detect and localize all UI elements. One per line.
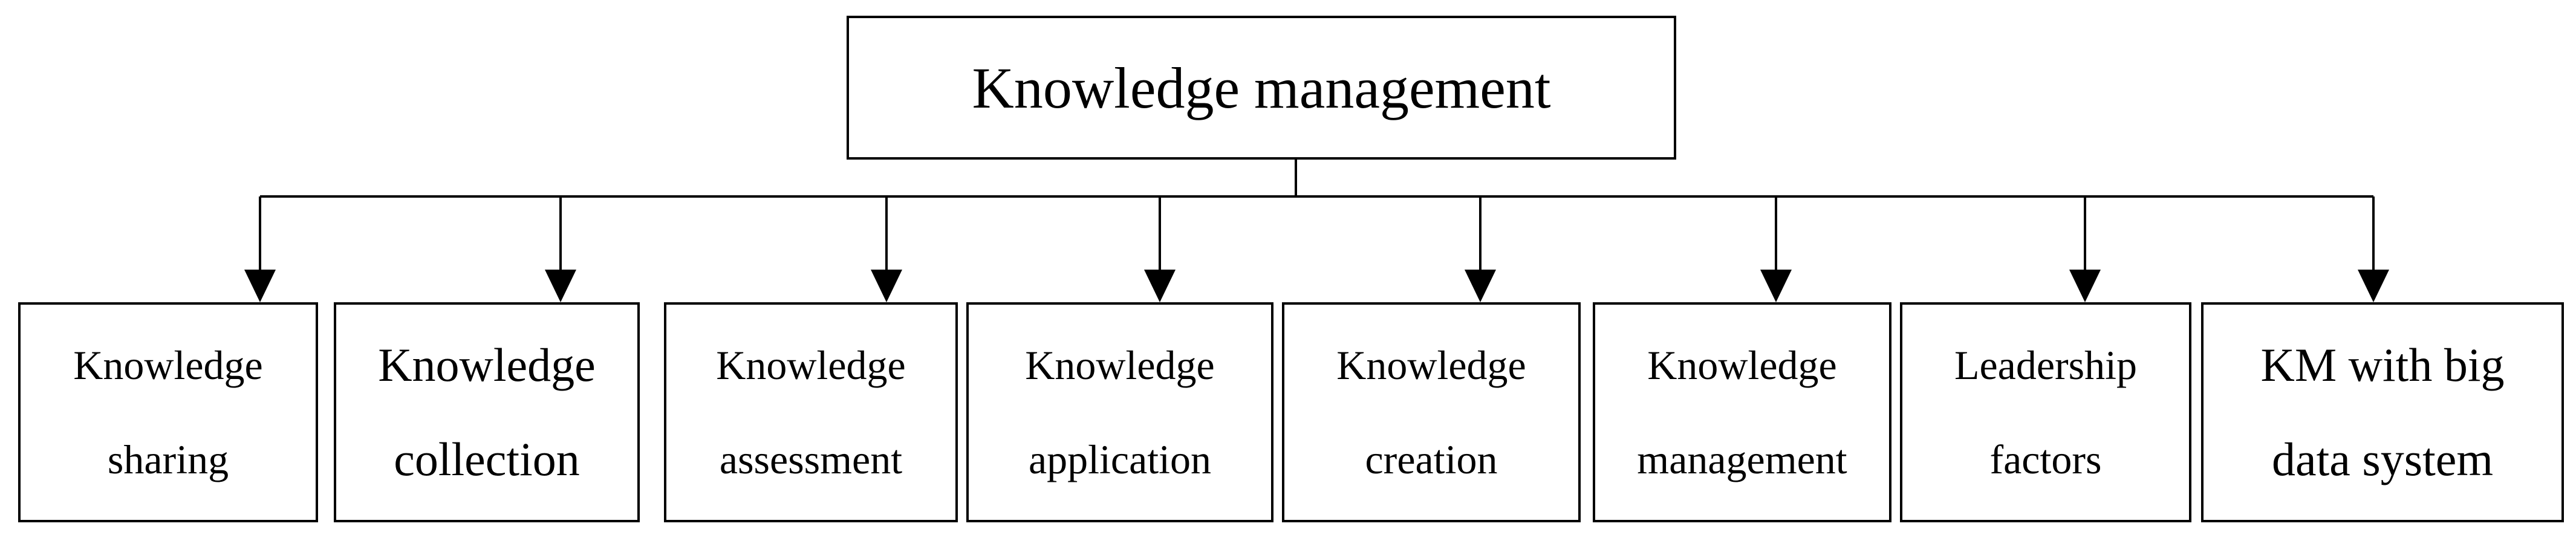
arrowhead-4 xyxy=(1144,270,1176,302)
child-node-label-line1: Knowledge xyxy=(73,342,263,388)
child-node-label-line2: factors xyxy=(1989,436,2102,482)
child-node-knowledge-application: Knowledge application xyxy=(966,302,1273,522)
child-node-label-line2: assessment xyxy=(719,436,903,482)
arrowhead-1 xyxy=(244,270,276,302)
child-node-label-line1: Knowledge xyxy=(378,339,596,391)
child-node-label-line1: Knowledge xyxy=(716,342,906,388)
child-node-leadership-factors: Leadership factors xyxy=(1900,302,2191,522)
arrowhead-2 xyxy=(545,270,576,302)
child-node-knowledge-creation: Knowledge creation xyxy=(1282,302,1581,522)
arrowhead-7 xyxy=(2069,270,2101,302)
child-node-label-line2: management xyxy=(1637,436,1847,482)
child-node-knowledge-sharing: Knowledge sharing xyxy=(18,302,318,522)
child-node-label-line2: creation xyxy=(1365,436,1498,482)
child-node-label-line2: data system xyxy=(2271,433,2494,485)
arrowhead-3 xyxy=(871,270,902,302)
child-node-label-line1: Knowledge xyxy=(1647,342,1837,388)
child-node-label-line2: sharing xyxy=(107,436,229,482)
child-node-label-line1: KM with big xyxy=(2260,339,2505,391)
root-node-label: Knowledge management xyxy=(972,55,1551,120)
arrowhead-5 xyxy=(1465,270,1496,302)
arrowhead-8 xyxy=(2358,270,2389,302)
child-node-label-line1: Leadership xyxy=(1954,342,2138,388)
child-node-label-line1: Knowledge xyxy=(1336,342,1526,388)
child-node-km-with-big-data-system: KM with big data system xyxy=(2201,302,2564,522)
child-node-label-line1: Knowledge xyxy=(1025,342,1215,388)
child-node-label-line2: collection xyxy=(394,433,580,485)
child-node-knowledge-assessment: Knowledge assessment xyxy=(664,302,958,522)
child-node-label-line2: application xyxy=(1028,436,1212,482)
arrowhead-6 xyxy=(1760,270,1792,302)
child-node-knowledge-collection: Knowledge collection xyxy=(334,302,640,522)
child-node-knowledge-management: Knowledge management xyxy=(1593,302,1891,522)
root-node-knowledge-management: Knowledge management xyxy=(847,16,1676,160)
